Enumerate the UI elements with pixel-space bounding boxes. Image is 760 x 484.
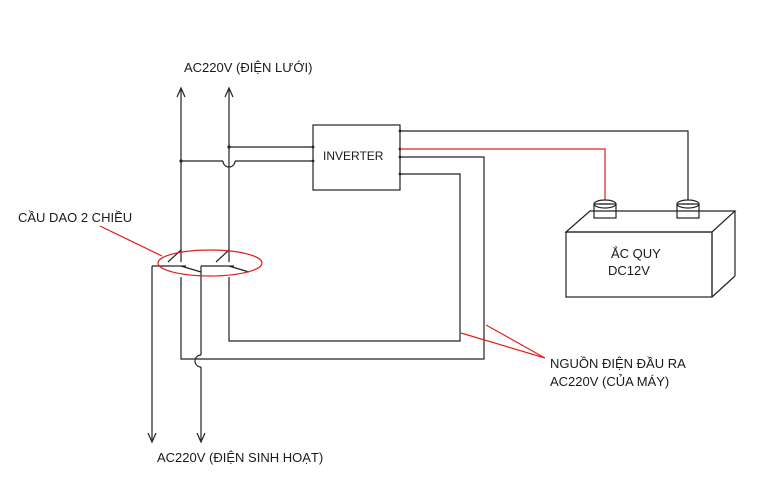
- grid-input-lines: [176, 86, 234, 250]
- switch-highlight-ellipse: [157, 249, 263, 277]
- output-label: NGUỒN ĐIỆN ĐẦU RA: [550, 356, 686, 371]
- battery-voltage-label: DC12V: [608, 263, 650, 278]
- household-label: AC220V (ĐIỆN SINH HOẠT): [157, 450, 324, 465]
- output-pointer-line-1: [485, 324, 546, 359]
- inverter-output-wires: [180, 156, 485, 360]
- inverter-battery-wires: [400, 130, 689, 200]
- grid-input-label: AC220V (ĐIỆN LƯỚI): [184, 60, 313, 75]
- grid-to-inverter-wires: [179, 145, 313, 168]
- output-voltage-label: AC220V (CỦA MÁY): [550, 374, 670, 389]
- inverter-label: INVERTER: [323, 149, 384, 163]
- output-pointer-line-2: [460, 332, 546, 359]
- switch-label: CẦU DAO 2 CHIỀU: [18, 210, 133, 225]
- two-way-switch: [147, 249, 250, 444]
- battery-label: ẮC QUY: [611, 246, 661, 261]
- switch-pointer-line: [99, 225, 163, 257]
- battery: [564, 199, 737, 298]
